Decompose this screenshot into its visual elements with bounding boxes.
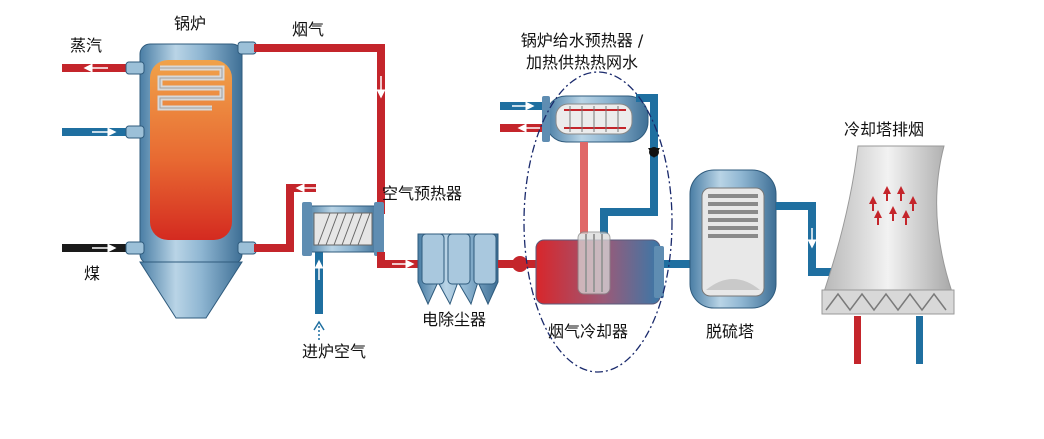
heat-recovery-group-outline bbox=[523, 71, 673, 373]
steam-label: 蒸汽 bbox=[70, 36, 103, 55]
flue-gas-cooler-label: 烟气冷却器 bbox=[548, 322, 629, 341]
flue-gas-to-cooler-pipe bbox=[498, 256, 538, 272]
cooling-tower-exhaust-label: 冷却塔排烟 bbox=[844, 120, 925, 139]
hot-air-to-boiler-pipe bbox=[254, 183, 318, 252]
feedwater-inlet-pipe bbox=[62, 127, 142, 137]
flue-gas-pipe bbox=[254, 44, 386, 214]
electrostatic-precipitator bbox=[417, 233, 499, 306]
boiler bbox=[125, 41, 257, 319]
feedwater-preheater-label-line2: 加热供热热网水 bbox=[525, 53, 638, 72]
inlet-air-label: 进炉空气 bbox=[302, 342, 367, 361]
coal-feed-pipe bbox=[62, 243, 142, 253]
steam-outlet-pipe bbox=[62, 63, 142, 73]
flue-gas-to-desulfurization-pipe bbox=[664, 260, 694, 268]
desulfurization-tower-label: 脱硫塔 bbox=[706, 322, 755, 341]
air-preheater bbox=[302, 202, 384, 256]
inlet-air-pipe bbox=[313, 242, 325, 340]
boiler-label: 锅炉 bbox=[174, 14, 207, 33]
desulfurization-tower bbox=[689, 169, 777, 309]
flue-gas-cooler bbox=[535, 231, 664, 305]
heat-transfer-loop bbox=[580, 94, 660, 234]
feedwater-preheater-label-line1: 锅炉给水预热器 / bbox=[520, 31, 644, 50]
flue-gas-label: 烟气 bbox=[292, 20, 325, 39]
air-preheater-label: 空气预热器 bbox=[382, 184, 463, 203]
flue-gas-to-precipitator-pipe bbox=[377, 252, 420, 269]
electrostatic-precipitator-label: 电除尘器 bbox=[422, 310, 487, 329]
cooling-tower bbox=[821, 145, 955, 364]
feedwater-preheater-label: 锅炉给水预热器 / 加热供热热网水 bbox=[496, 30, 668, 74]
coal-label: 煤 bbox=[84, 264, 101, 283]
feedwater-preheater bbox=[500, 95, 649, 143]
